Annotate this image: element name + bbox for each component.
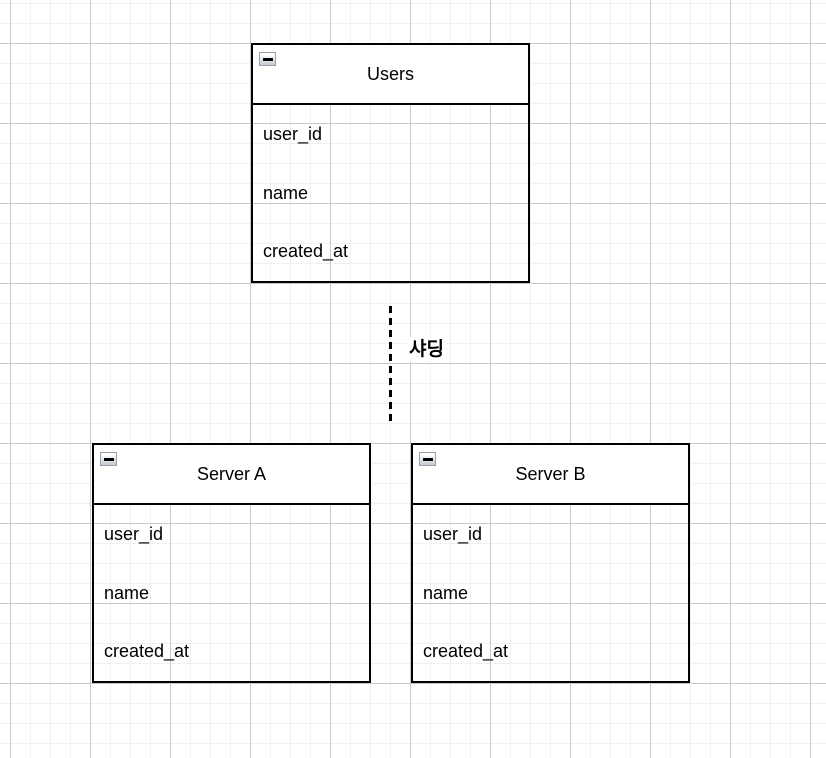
field-label: user_id: [423, 523, 483, 544]
entity-server-a-title: Server A: [196, 463, 267, 484]
field-row[interactable]: created_at: [253, 222, 528, 281]
field-row[interactable]: user_id: [94, 505, 369, 564]
field-label: name: [423, 582, 469, 603]
entity-users-body: user_id name created_at: [253, 105, 528, 281]
entity-users-title: Users: [366, 63, 414, 84]
field-row[interactable]: name: [94, 564, 369, 623]
collapse-button[interactable]: [100, 452, 117, 466]
field-label: created_at: [104, 641, 190, 662]
field-label: name: [263, 182, 309, 203]
minus-icon: [103, 457, 114, 461]
entity-server-b-header[interactable]: Server B: [413, 445, 688, 505]
field-label: name: [104, 582, 150, 603]
entity-users[interactable]: Users user_id name created_at: [251, 43, 530, 283]
field-label: user_id: [263, 123, 323, 144]
field-row[interactable]: created_at: [94, 622, 369, 681]
field-label: created_at: [423, 641, 509, 662]
entity-server-b-title: Server B: [515, 463, 586, 484]
minus-icon: [422, 457, 433, 461]
collapse-button[interactable]: [419, 452, 436, 466]
entity-users-header[interactable]: Users: [253, 45, 528, 105]
field-row[interactable]: user_id: [253, 105, 528, 164]
minus-icon: [262, 57, 273, 61]
collapse-button[interactable]: [259, 52, 276, 66]
entity-server-a-header[interactable]: Server A: [94, 445, 369, 505]
connector-label[interactable]: 샤딩: [407, 337, 446, 362]
entity-server-a[interactable]: Server A user_id name created_at: [92, 443, 371, 683]
entity-server-b-body: user_id name created_at: [413, 505, 688, 681]
field-row[interactable]: created_at: [413, 622, 688, 681]
sharding-connector-line[interactable]: [389, 306, 392, 423]
entity-server-b[interactable]: Server B user_id name created_at: [411, 443, 690, 683]
entity-server-a-body: user_id name created_at: [94, 505, 369, 681]
field-label: user_id: [104, 523, 164, 544]
field-row[interactable]: name: [253, 164, 528, 223]
field-row[interactable]: user_id: [413, 505, 688, 564]
field-label: created_at: [263, 241, 349, 262]
field-row[interactable]: name: [413, 564, 688, 623]
